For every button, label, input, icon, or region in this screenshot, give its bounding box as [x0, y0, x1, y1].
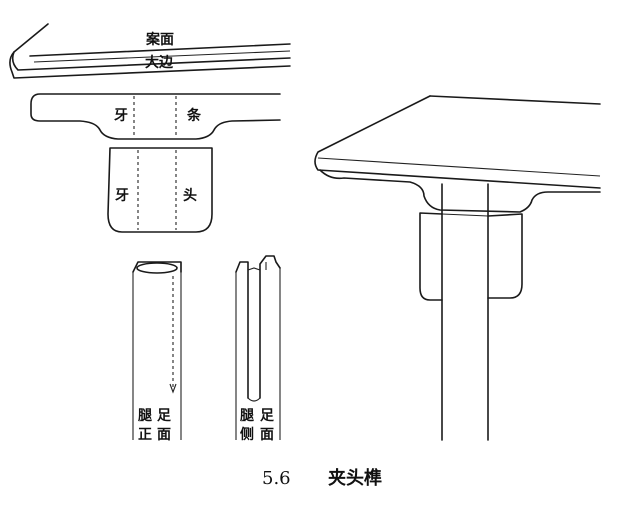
figure-title: 夹头榫	[328, 467, 382, 489]
table-top-label: 案面	[145, 31, 174, 48]
table-top-piece	[9, 23, 291, 79]
apron-label-right: 条	[186, 107, 202, 124]
leg-side-label-1: 腿	[240, 408, 254, 424]
leg-side-label-4: 面	[260, 427, 274, 443]
apron-label-left: 牙	[114, 108, 128, 124]
leg-side-label-3: 侧	[240, 426, 254, 443]
leg-front-label-1: 腿	[138, 408, 152, 424]
leg-front-label-3: 正	[138, 427, 152, 443]
figure-number: 5.6	[262, 468, 291, 489]
spandrel-piece	[107, 147, 213, 233]
apron-piece	[30, 93, 281, 140]
leg-front-label-2: 足	[157, 408, 172, 424]
spandrel-label-right: 头	[183, 187, 197, 204]
leg-side-label-2: 足	[260, 408, 275, 424]
leg-side-piece	[235, 255, 281, 440]
assembled-table-view	[314, 95, 601, 441]
leg-front-piece	[132, 261, 182, 440]
spandrel-label-left: 牙	[115, 188, 129, 204]
big-edge-label: 大边	[145, 54, 174, 71]
leg-front-label-4: 面	[157, 427, 171, 443]
